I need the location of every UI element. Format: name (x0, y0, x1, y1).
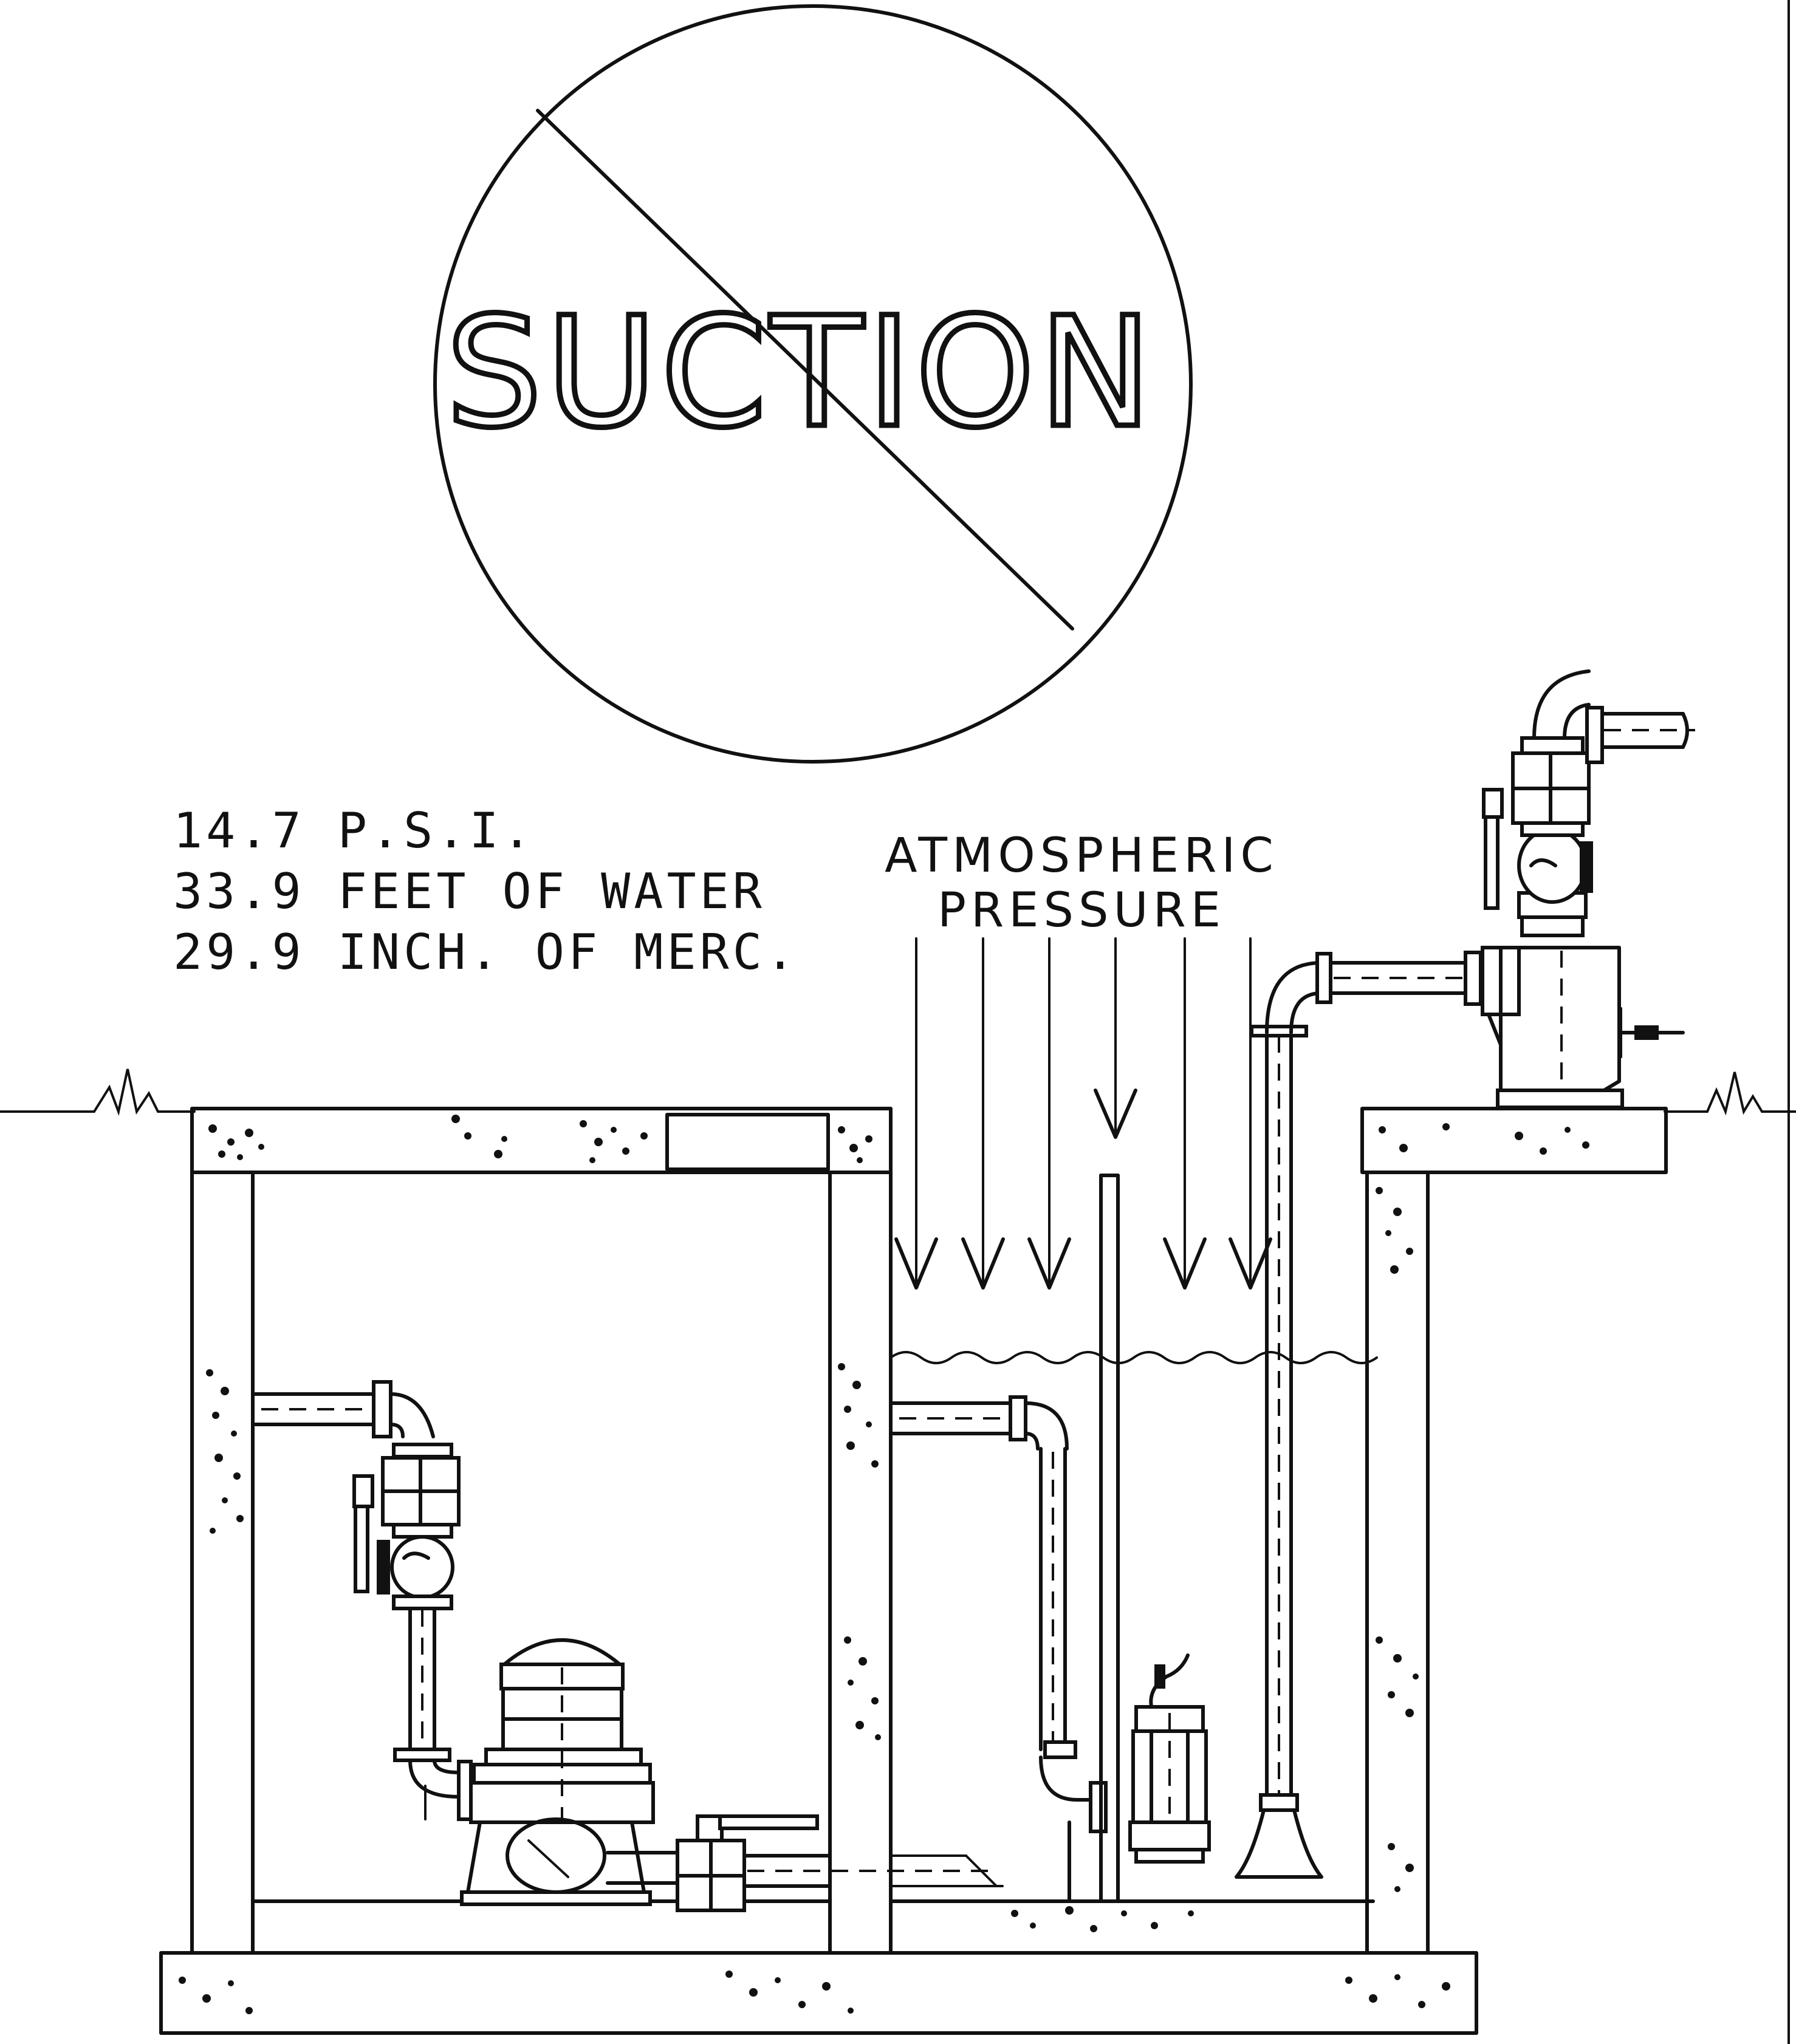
right-wall (1365, 1171, 1430, 1955)
left-wall (190, 1171, 255, 1955)
prohibition-slash (536, 109, 1074, 631)
water-surface (889, 1351, 1378, 1364)
pressure-arrow (1163, 937, 1207, 1290)
pressure-arrow (894, 937, 938, 1290)
suction-lift-assembly (1235, 669, 1695, 1879)
concrete-structure (159, 1107, 1668, 2035)
gate-valve (390, 1535, 454, 1599)
atmospheric-label-line2: PRESSURE (937, 883, 1225, 938)
concrete-aggregate (179, 1115, 1589, 2014)
submersible-pump-assembly (889, 1174, 1211, 1903)
submersible-pump (1128, 1653, 1211, 1864)
dry-well-roof (190, 1107, 893, 1174)
base-slab (159, 1951, 1478, 2035)
prohibition-circle (433, 4, 1193, 764)
dry-pit-pump (460, 1638, 655, 1906)
no-suction-sign: SUCTION (433, 4, 1193, 764)
pressure-arrow (1094, 937, 1137, 1139)
pressure-psi: 14.7 P.S.I. (173, 802, 535, 859)
middle-wall (828, 1171, 893, 1955)
pressure-arrow (1229, 937, 1272, 1290)
roof-hatch (665, 1113, 830, 1171)
atmospheric-pressure-label: ATMOSPHERIC PRESSURE (885, 829, 1278, 938)
dry-well-pump-assembly (251, 1380, 1004, 1912)
suction-bell (1235, 1808, 1323, 1879)
pressure-arrow (961, 937, 1005, 1290)
suction-word: SUCTION (446, 284, 1156, 461)
pump-deck (1360, 1107, 1668, 1174)
pressure-inch-mercury: 29.9 INCH. OF MERC. (173, 924, 798, 980)
atmospheric-arrows (894, 937, 1272, 1290)
pressure-feet-water: 33.9 FEET OF WATER (173, 863, 766, 920)
atmospheric-label-line1: ATMOSPHERIC (885, 829, 1278, 883)
pressure-arrow (1027, 937, 1071, 1290)
self-priming-pump (1481, 946, 1685, 1110)
pressure-info: 14.7 P.S.I. 33.9 FEET OF WATER 29.9 INCH… (173, 802, 798, 980)
